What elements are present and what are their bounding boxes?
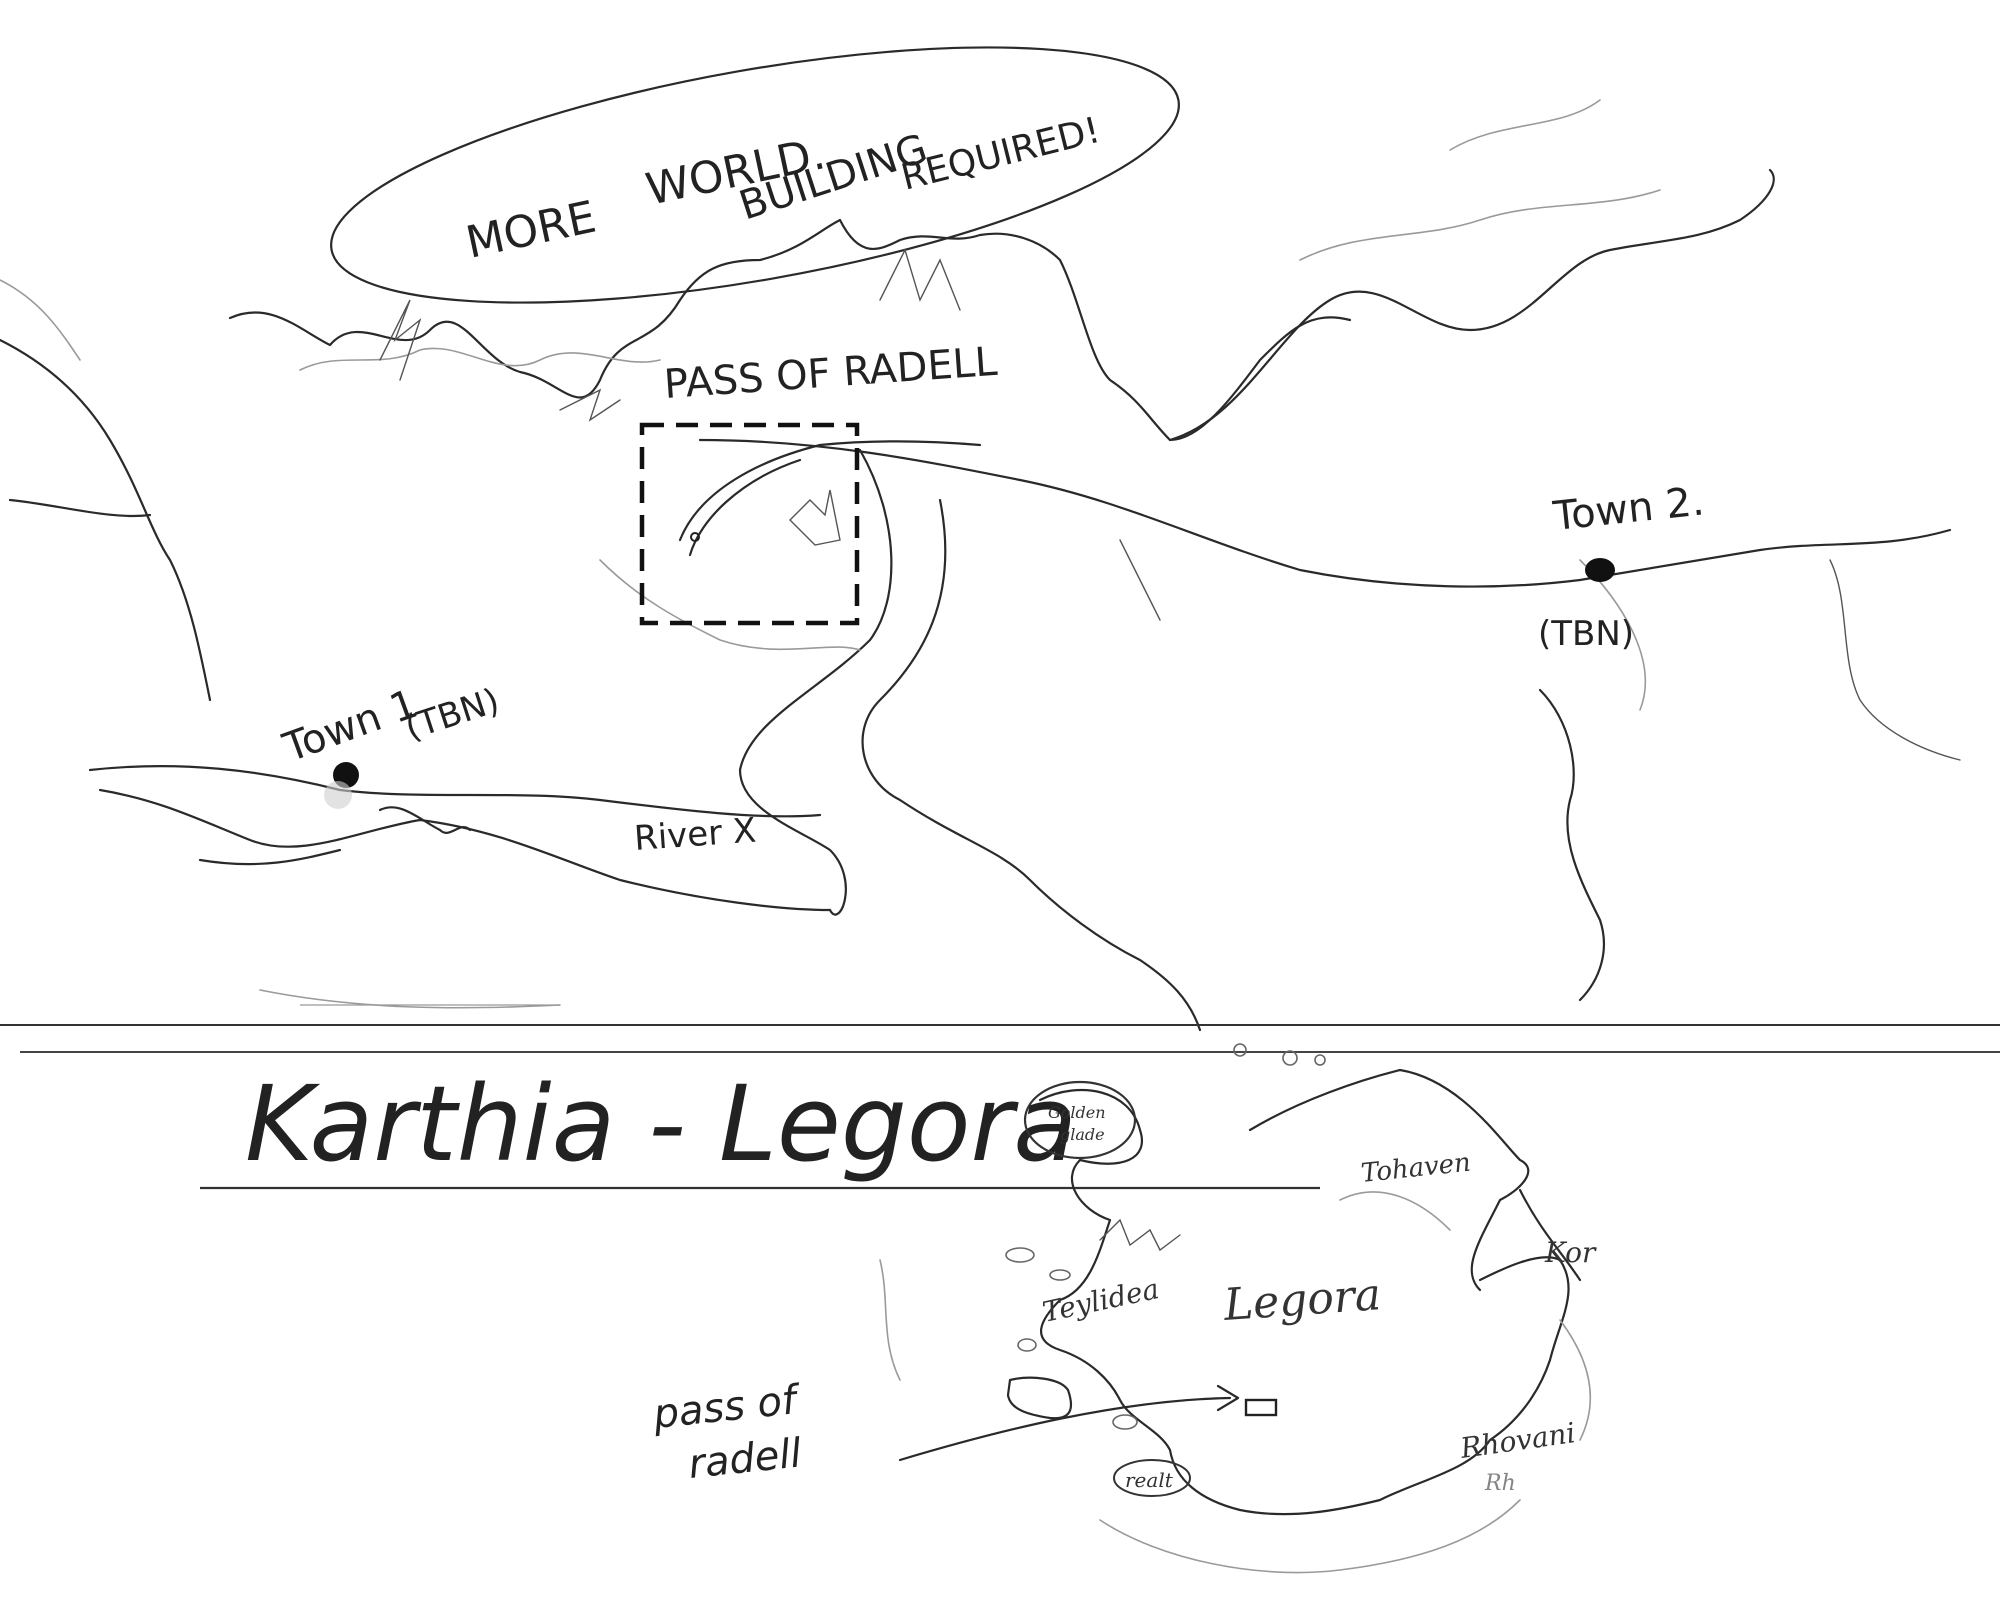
town2-marker[interactable]	[1585, 558, 1615, 582]
lower-map-title: Karthia - Legora	[245, 1063, 1077, 1185]
river-x-north-bank	[88, 764, 822, 818]
callout-line1: pass of	[650, 1377, 804, 1438]
region-golden-glade-2: glade	[1060, 1125, 1105, 1144]
island-west	[1006, 1376, 1073, 1420]
mountain-ridge	[228, 218, 1352, 442]
region-legora: Legora	[1221, 1269, 1382, 1331]
pass-of-radell-marker[interactable]	[1244, 1398, 1278, 1417]
callout-arrow	[898, 1396, 1232, 1462]
town1-tag: (TBN)	[400, 681, 504, 749]
west-coast	[0, 338, 212, 702]
pass-river	[738, 448, 893, 916]
region-realt: realt	[1125, 1468, 1174, 1492]
region-kor: Kor	[1544, 1236, 1597, 1269]
trail-east	[698, 438, 1952, 588]
region-tohaven: Tohaven	[1360, 1148, 1473, 1189]
golden-glade-island	[1023, 1080, 1137, 1160]
river-x-south-bank	[98, 788, 832, 912]
region-golden-glade-1: Golden	[1048, 1103, 1106, 1122]
continent-legora	[1038, 1088, 1570, 1516]
realt-island	[1113, 1459, 1191, 1497]
callout-line2: radell	[686, 1430, 803, 1488]
region-rhovani: Rhovani	[1457, 1416, 1577, 1465]
pass-of-radell-label: PASS OF RADELL	[662, 339, 999, 408]
pass-of-radell-box	[639, 422, 860, 626]
northeast-coast	[1168, 168, 1775, 442]
town1-label: Town 1	[277, 681, 424, 772]
region-rh-faint: Rh	[1484, 1471, 1516, 1496]
river-x-label: River X	[633, 811, 758, 859]
note-bubble	[330, 46, 1180, 304]
town2-label: Town 2.	[1550, 478, 1706, 540]
note-word-required: REQUIRED!	[897, 110, 1104, 199]
town2-tag: (TBN)	[1538, 614, 1634, 654]
note-word-more: MORE	[462, 192, 601, 269]
